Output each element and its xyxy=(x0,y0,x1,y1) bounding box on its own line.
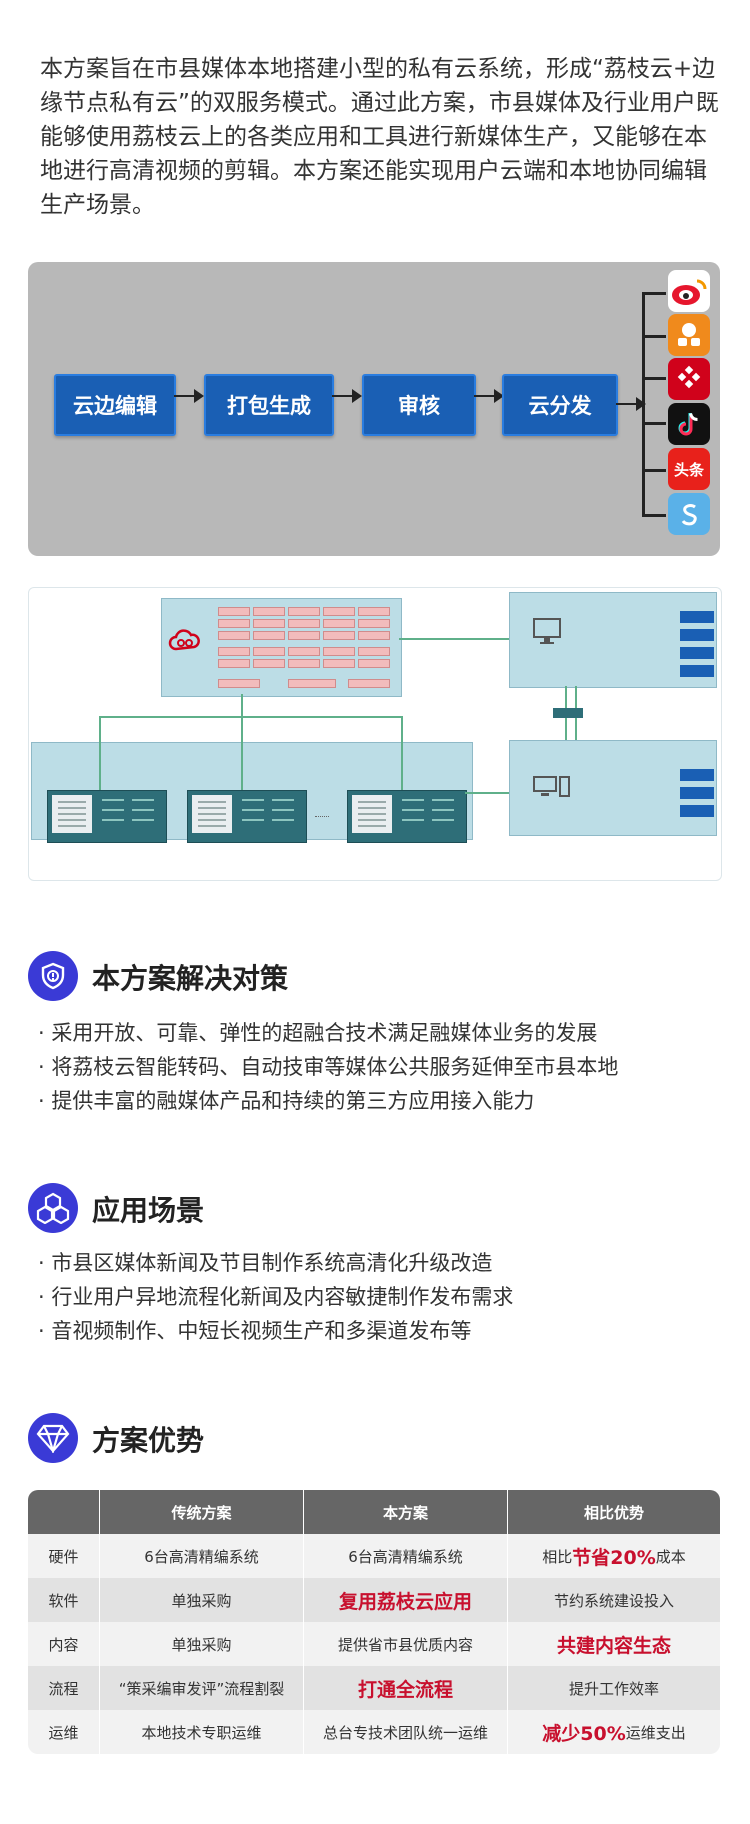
table-cell: 单独采购 xyxy=(100,1622,304,1666)
toutiao-icon: 头条 xyxy=(668,448,710,490)
ellipsis-separator xyxy=(315,816,329,819)
table-cell: 提升工作效率 xyxy=(508,1666,720,1710)
hexagons-icon xyxy=(28,1183,78,1233)
intro-paragraph: 本方案旨在市县媒体本地搭建小型的私有云系统，形成“荔枝云+边缘节点私有云”的双服… xyxy=(40,56,719,218)
highlight-text: 复用荔枝云应用 xyxy=(304,1578,508,1622)
branch-line xyxy=(642,377,666,380)
list-item: 音视频制作、中短长视频生产和多渠道发布等 xyxy=(38,1314,513,1348)
row-label: 硬件 xyxy=(28,1534,100,1578)
table-row: 软件 单独采购 复用荔枝云应用 节约系统建设投入 xyxy=(28,1578,720,1622)
flow-step-distribute: 云分发 xyxy=(502,374,618,436)
connection-line xyxy=(399,638,509,640)
highlight-text: 打通全流程 xyxy=(304,1666,508,1710)
row-label: 内容 xyxy=(28,1622,100,1666)
monitor-icon xyxy=(532,617,562,649)
cell-text: 运维支出 xyxy=(625,1723,686,1742)
section-title-solutions: 本方案解决对策 xyxy=(92,962,289,995)
table-header: 传统方案 本方案 相比优势 xyxy=(28,1490,720,1534)
header-cell: 传统方案 xyxy=(100,1490,304,1534)
connection-line xyxy=(99,716,401,718)
list-item: 行业用户异地流程化新闻及内容敏捷制作发布需求 xyxy=(38,1280,513,1314)
cell-text: 相比 xyxy=(542,1547,573,1566)
table-cell: 提供省市县优质内容 xyxy=(304,1622,508,1666)
table-row: 内容 单独采购 提供省市县优质内容 共建内容生态 xyxy=(28,1622,720,1666)
row-label: 软件 xyxy=(28,1578,100,1622)
row-label: 运维 xyxy=(28,1710,100,1754)
cloud-logo-icon xyxy=(168,627,202,655)
connection-line xyxy=(99,716,101,790)
flow-step-edit: 云边编辑 xyxy=(54,374,176,436)
qq-icon xyxy=(668,314,710,356)
new-media-editing-box xyxy=(509,592,717,688)
flow-step-package: 打包生成 xyxy=(204,374,334,436)
list-item: 市县区媒体新闻及节目制作系统高清化升级改造 xyxy=(38,1246,513,1280)
table-cell: 6台高清精编系统 xyxy=(304,1534,508,1578)
cloud-platform-box xyxy=(161,598,402,697)
diamond-icon xyxy=(28,1413,78,1463)
edge-server-node xyxy=(347,790,467,843)
table-cell: 单独采购 xyxy=(100,1578,304,1622)
table-cell: “策采编审发评”流程割裂 xyxy=(100,1666,304,1710)
branch-line xyxy=(642,469,666,472)
connection-line xyxy=(241,694,243,790)
desktop-computer-icon xyxy=(532,775,572,803)
branch-line xyxy=(642,514,666,517)
section-title-scenarios: 应用场景 xyxy=(92,1194,205,1227)
branch-line xyxy=(642,422,666,425)
header-cell: 相比优势 xyxy=(508,1490,720,1534)
traditional-editing-box xyxy=(509,740,717,836)
table-cell: 节约系统建设投入 xyxy=(508,1578,720,1622)
row-label: 流程 xyxy=(28,1666,100,1710)
sync-tag xyxy=(553,708,583,718)
table-cell: 相比节省20%成本 xyxy=(508,1534,720,1578)
header-cell: 本方案 xyxy=(304,1490,508,1534)
list-item: 将荔枝云智能转码、自动技审等媒体公共服务延伸至市县本地 xyxy=(38,1050,618,1084)
flow-step-review: 审核 xyxy=(362,374,476,436)
shield-icon xyxy=(28,951,78,1001)
branch-line xyxy=(642,335,666,338)
highlight-text: 减少50% xyxy=(542,1722,626,1745)
table-cell: 减少50%运维支出 xyxy=(508,1710,720,1754)
table-row: 运维 本地技术专职运维 总台专技术团队统一运维 减少50%运维支出 xyxy=(28,1710,720,1754)
highlight-text: 共建内容生态 xyxy=(508,1622,720,1666)
header-cell xyxy=(28,1490,100,1534)
edge-server-node xyxy=(47,790,167,843)
flow-connector xyxy=(616,397,646,411)
flow-arrow xyxy=(474,389,504,403)
table-cell: 本地技术专职运维 xyxy=(100,1710,304,1754)
flow-arrow xyxy=(332,389,362,403)
edge-server-node xyxy=(187,790,307,843)
list-item: 采用开放、可靠、弹性的超融合技术满足融媒体业务的发展 xyxy=(38,1016,618,1050)
section-title-advantages: 方案优势 xyxy=(92,1424,205,1457)
table-row: 硬件 6台高清精编系统 6台高清精编系统 相比节省20%成本 xyxy=(28,1534,720,1578)
comparison-table: 传统方案 本方案 相比优势 硬件 6台高清精编系统 6台高清精编系统 相比节省2… xyxy=(28,1490,720,1754)
table-cell: 总台专技术团队统一运维 xyxy=(304,1710,508,1754)
flow-arrow xyxy=(174,389,204,403)
table-cell: 6台高清精编系统 xyxy=(100,1534,304,1578)
scenarios-list: 市县区媒体新闻及节目制作系统高清化升级改造 行业用户异地流程化新闻及内容敏捷制作… xyxy=(38,1246,513,1348)
cell-text: 成本 xyxy=(655,1547,686,1566)
connection-line xyxy=(401,716,403,790)
table-row: 流程 “策采编审发评”流程割裂 打通全流程 提升工作效率 xyxy=(28,1666,720,1710)
app-icon xyxy=(668,358,710,400)
architecture-diagram xyxy=(28,587,722,881)
solutions-list: 采用开放、可靠、弹性的超融合技术满足融媒体业务的发展 将荔枝云智能转码、自动技审… xyxy=(38,1016,618,1118)
s-icon xyxy=(668,493,710,535)
branch-line xyxy=(642,292,666,295)
list-item: 提供丰富的融媒体产品和持续的第三方应用接入能力 xyxy=(38,1084,618,1118)
weibo-icon xyxy=(668,270,710,312)
highlight-text: 节省20% xyxy=(572,1546,656,1569)
connection-line xyxy=(465,792,509,794)
distribution-flow-diagram: 云边编辑 打包生成 审核 云分发 头条 xyxy=(28,262,720,556)
tiktok-icon xyxy=(668,403,710,445)
flow-branch-line xyxy=(642,292,645,516)
